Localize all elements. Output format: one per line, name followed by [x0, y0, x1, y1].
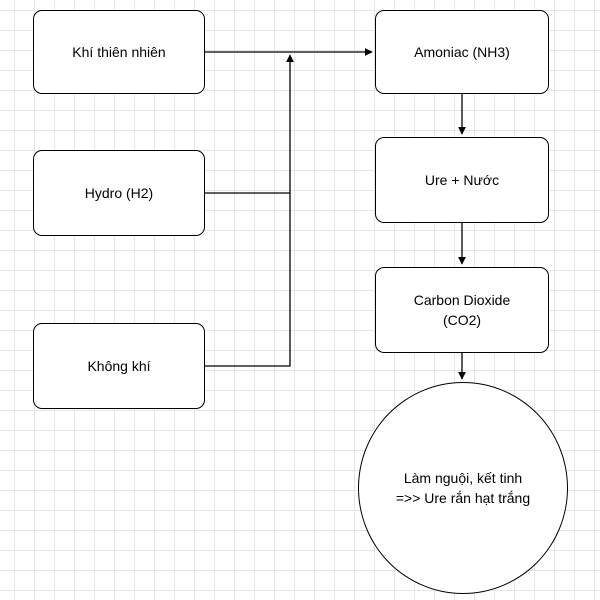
- node-hydro-label: Hydro (H2): [84, 185, 154, 201]
- node-lam-nguoi-ket-tinh[interactable]: Làm nguội, kết tinh =>> Ure rắn hạt trắn…: [358, 382, 568, 594]
- node-lam-nguoi-ket-tinh-label: Làm nguội, kết tinh =>> Ure rắn hạt trắn…: [395, 470, 531, 506]
- edge-khong-khi-to-amoniac: [205, 54, 294, 367]
- node-khong-khi[interactable]: Không khí: [33, 323, 205, 409]
- node-carbon-dioxide[interactable]: Carbon Dioxide (CO2): [375, 267, 549, 353]
- node-ure-nuoc-label: Ure + Nước: [424, 172, 500, 188]
- node-khi-thien-nhien-label: Khí thiên nhiên: [72, 44, 166, 60]
- node-amoniac[interactable]: Amoniac (NH3): [375, 10, 549, 94]
- node-hydro[interactable]: Hydro (H2): [33, 150, 205, 236]
- node-carbon-dioxide-label: Carbon Dioxide (CO2): [413, 292, 511, 328]
- node-khong-khi-label: Không khí: [87, 358, 151, 374]
- node-ure-nuoc[interactable]: Ure + Nước: [375, 137, 549, 223]
- node-amoniac-label: Amoniac (NH3): [414, 44, 510, 60]
- node-khi-thien-nhien[interactable]: Khí thiên nhiên: [33, 10, 205, 94]
